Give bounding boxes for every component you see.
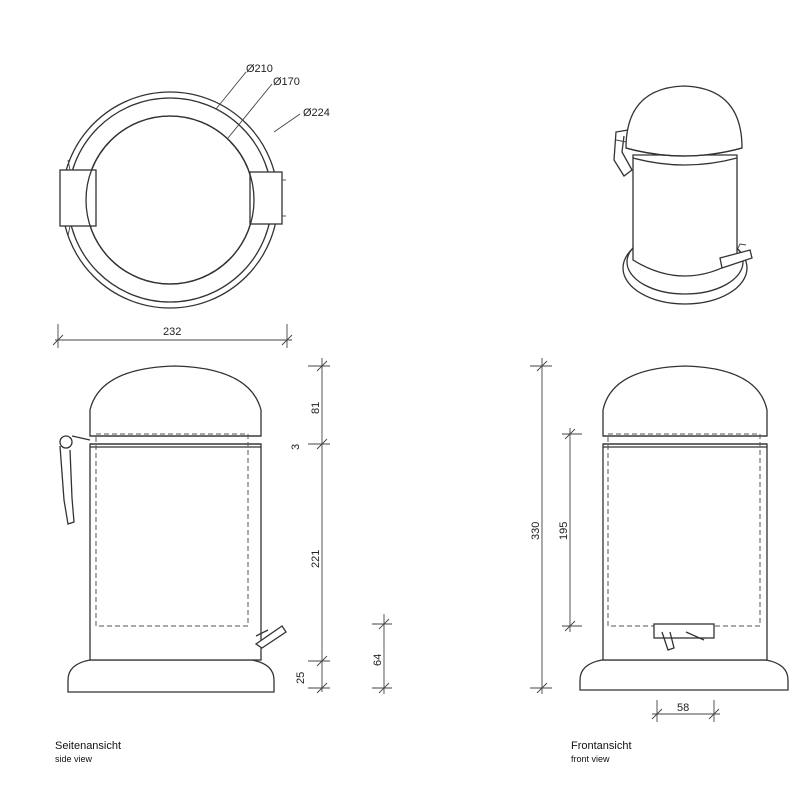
label-width-232: 232 — [163, 326, 181, 338]
front-view-caption-de: Frontansicht — [571, 740, 632, 752]
leader-d210 — [215, 71, 247, 110]
front-view-caption: Frontansicht front view — [571, 740, 632, 764]
label-h-25: 25 — [295, 672, 307, 684]
label-h-330: 330 — [530, 522, 542, 540]
label-h-195: 195 — [558, 522, 570, 540]
front-view-caption-en: front view — [571, 754, 610, 764]
side-view-caption-en: side view — [55, 754, 93, 764]
side-view: 81 3 221 25 64 — [59, 358, 392, 694]
label-d170: Ø170 — [273, 76, 300, 88]
perspective-view — [613, 85, 753, 305]
side-view-caption: Seitenansicht side view — [55, 740, 121, 764]
label-h-3: 3 — [290, 444, 302, 450]
leader-d170 — [227, 83, 273, 139]
front-view: 330 195 58 — [530, 358, 789, 722]
label-h-64: 64 — [372, 654, 384, 666]
label-w-58: 58 — [677, 702, 689, 714]
leader-d224 — [273, 113, 301, 133]
label-d210: Ø210 — [246, 63, 273, 75]
label-d224: Ø224 — [303, 107, 330, 119]
side-view-caption-de: Seitenansicht — [55, 740, 122, 752]
top-view: Ø210 Ø170 Ø224 232 — [52, 63, 330, 348]
label-h-81: 81 — [310, 402, 322, 414]
label-h-221: 221 — [310, 550, 322, 568]
